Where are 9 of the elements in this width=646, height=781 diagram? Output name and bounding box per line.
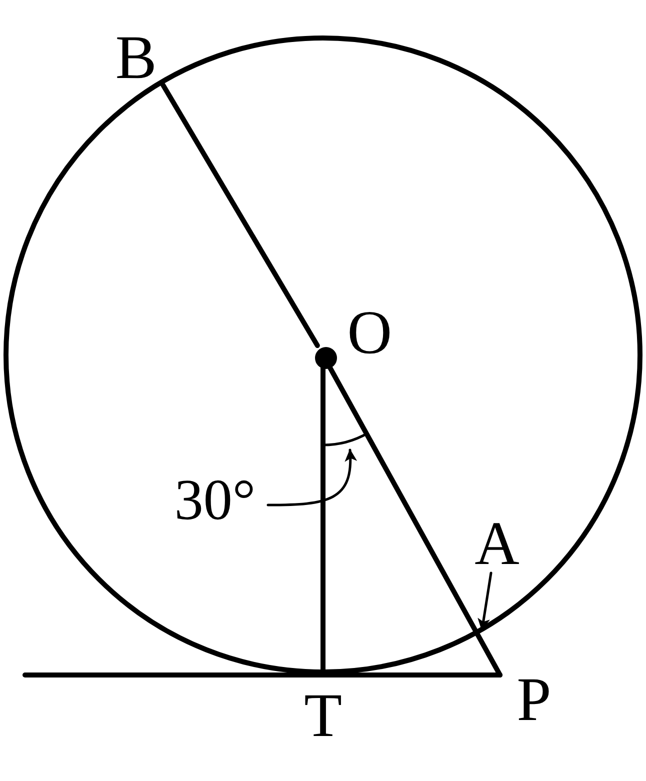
point-label: T	[304, 685, 342, 747]
angle-label: 30°	[174, 471, 256, 529]
point-label: O	[347, 302, 392, 364]
point-label: A	[474, 513, 520, 575]
point-label: B	[115, 27, 157, 89]
leader-arrow	[266, 448, 357, 506]
leader-line	[160, 82, 320, 348]
tangent-line	[22, 672, 502, 678]
point-label: P	[516, 669, 552, 731]
